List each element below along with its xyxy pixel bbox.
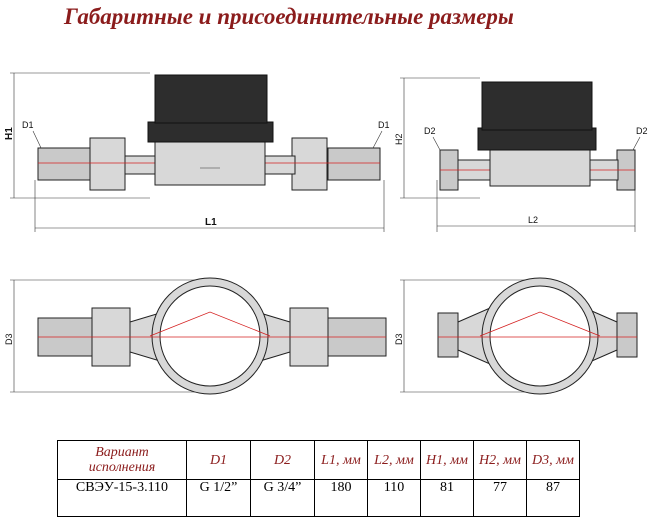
label-h2: H2 xyxy=(394,133,404,145)
label-d1-right: D1 xyxy=(378,120,390,130)
table-header: D3, мм xyxy=(526,440,580,480)
label-d3-left: D3 xyxy=(4,333,14,345)
table-cell: G 3/4” xyxy=(250,479,315,517)
table-cell: 77 xyxy=(473,479,527,517)
label-d2-left: D2 xyxy=(424,126,436,136)
label-d3-right: D3 xyxy=(394,333,404,345)
table-cell: 110 xyxy=(367,479,421,517)
table-header: D1 xyxy=(186,440,251,480)
table-cell: 87 xyxy=(526,479,580,517)
table-row: СВЭУ-15-3.110 G 1/2” G 3/4” 180 110 81 7… xyxy=(57,479,580,517)
table-header: L1, мм xyxy=(314,440,368,480)
table-header: H1, мм xyxy=(420,440,474,480)
table-header: D2 xyxy=(250,440,315,480)
label-d2-right: D2 xyxy=(636,126,648,136)
table-header: L2, мм xyxy=(367,440,421,480)
table-cell: G 1/2” xyxy=(186,479,251,517)
table-header: H2, мм xyxy=(473,440,527,480)
label-h1: H1 xyxy=(4,127,15,140)
dimensions-table: Вариант исполнения D1 D2 L1, мм L2, мм H… xyxy=(57,440,580,517)
label-d1-left: D1 xyxy=(22,120,34,130)
table-header: Вариант исполнения xyxy=(57,440,187,480)
table-cell: 180 xyxy=(314,479,368,517)
label-l1: L1 xyxy=(205,217,217,228)
page-title: Габаритные и присоединительные размеры xyxy=(64,4,514,29)
table-cell: СВЭУ-15-3.110 xyxy=(57,479,187,517)
table-cell: 81 xyxy=(420,479,474,517)
table-header-row: Вариант исполнения D1 D2 L1, мм L2, мм H… xyxy=(57,440,580,480)
label-l2: L2 xyxy=(528,215,538,225)
